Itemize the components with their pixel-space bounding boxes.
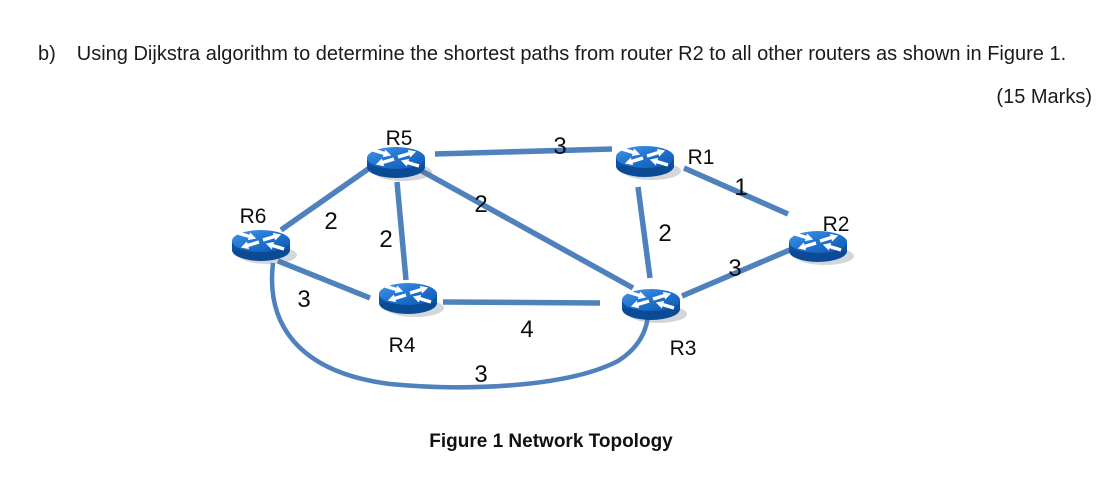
- edge-weight-r4-r3: 4: [520, 316, 533, 343]
- edge-weight-r5-r1: 3: [553, 133, 566, 160]
- edge-r4-r3: [442, 299, 601, 306]
- router-icon-r5: [367, 146, 432, 181]
- edge-weight-r1-r2: 1: [734, 174, 747, 201]
- edge-r5-r4: [394, 181, 409, 281]
- router-icon-r3: [622, 288, 687, 323]
- node-labels-layer: R5 R1 R2 R3 R4 R6: [240, 127, 850, 360]
- edge-r3-r2: [680, 246, 794, 299]
- question-line: b) Using Dijkstra algorithm to determine…: [38, 42, 1066, 66]
- router-icon-r1: [616, 145, 681, 180]
- node-label-r2: R2: [823, 213, 850, 236]
- node-label-r4: R4: [389, 334, 416, 357]
- node-label-r3: R3: [670, 337, 697, 360]
- router-icon-r4: [379, 282, 444, 317]
- edge-weight-r6-r4: 3: [297, 286, 310, 313]
- edge-r1-r3: [635, 186, 653, 279]
- edge-weight-r5-r6: 2: [324, 208, 337, 235]
- edge-weight-r3-r2: 3: [728, 255, 741, 282]
- marks-label: (15 Marks): [996, 86, 1092, 108]
- edge-r6-r3-curve: [269, 262, 651, 390]
- edge-r1-r2: [682, 165, 790, 217]
- edge-weight-r5-r4: 2: [379, 226, 392, 253]
- edge-weight-r6-r3: 3: [474, 361, 487, 388]
- node-label-r1: R1: [688, 146, 715, 169]
- edge-weight-r5-r3: 2: [474, 191, 487, 218]
- question-text: Using Dijkstra algorithm to determine th…: [76, 43, 1067, 65]
- node-label-r6: R6: [240, 205, 267, 228]
- edge-r5-r3: [418, 167, 635, 291]
- edge-r5-r1: [434, 146, 613, 157]
- question-item-label: b): [38, 43, 56, 65]
- figure-caption: Figure 1 Network Topology: [429, 431, 673, 452]
- edges-layer: [269, 146, 794, 390]
- router-icon-r6: [232, 229, 297, 264]
- edge-weights-layer: 3 2 2 2 1 2 3 3 4 3: [297, 133, 747, 388]
- edge-weight-r1-r3: 2: [658, 220, 671, 247]
- node-label-r5: R5: [386, 127, 413, 150]
- edge-r6-r4: [276, 258, 372, 301]
- edge-r5-r6: [279, 164, 373, 233]
